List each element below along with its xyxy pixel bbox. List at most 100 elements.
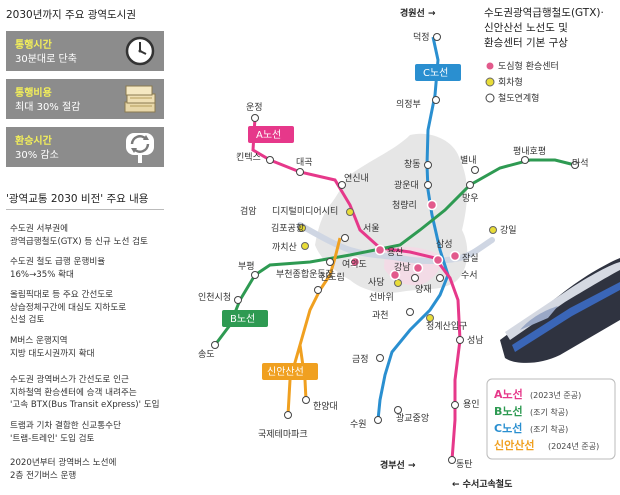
svg-text:철도연계형: 철도연계형	[498, 92, 539, 104]
station-label: 김포공항	[271, 222, 304, 234]
station-label: 양재	[415, 284, 432, 295]
station-label: 부평	[238, 261, 255, 272]
svg-text:(2024년 준공): (2024년 준공)	[548, 441, 599, 451]
station-label: 신도림	[320, 271, 345, 283]
money-stack-icon	[124, 85, 156, 113]
svg-text:(조기 착공): (조기 착공)	[530, 408, 568, 417]
station-label: 과천	[372, 310, 389, 321]
station-label: 덕정	[413, 32, 430, 43]
station-label: 창동	[404, 159, 421, 170]
arrow-gyeongbu: 경부선 →	[380, 459, 416, 471]
svg-text:도심형 환승센터: 도심형 환승센터	[498, 60, 559, 72]
station-label: 강일	[500, 225, 517, 236]
svg-text:B노선: B노선	[230, 313, 255, 325]
station-label: 송도	[198, 349, 215, 360]
panel-title: 2030년까지 주요 광역도시권	[6, 9, 136, 21]
svg-text:C노선: C노선	[423, 67, 448, 79]
station-label: 의정부	[396, 99, 421, 110]
station-label: 서울	[363, 223, 380, 234]
station-label: 대곡	[296, 157, 313, 168]
station-label: 까치산	[272, 241, 297, 253]
vision-item: 수도권 철도 급행 운행비율 16%→35% 확대	[10, 257, 106, 280]
svg-text:(2023년 준공): (2023년 준공)	[530, 390, 581, 400]
station-label: 금정	[352, 354, 369, 365]
vision-item: 수도권 광역버스가 간선도로 인근 지하철역 환승센터에 승객 내려주는 '고속…	[10, 375, 160, 410]
line-legend: A노선 (2023년 준공) B노선 (조기 착공) C노선 (조기 착공) 신…	[486, 378, 616, 460]
svg-text:C노선: C노선	[494, 421, 522, 435]
svg-text:회차형: 회차형	[498, 76, 523, 88]
map-title-line: 수도권광역급행철도(GTX)·	[484, 7, 604, 19]
station-label: 검암	[240, 205, 257, 217]
station-label: 망우	[462, 193, 479, 204]
station-label: 마석	[572, 158, 589, 169]
station-label: 잠실	[462, 253, 479, 264]
station-label: 강남	[394, 262, 411, 273]
svg-text:B노선: B노선	[494, 404, 523, 418]
map-title-line: 신안산선 노선도 및	[484, 22, 568, 34]
station-markers-turnaround	[298, 208, 497, 322]
transfer-cycle-icon	[126, 133, 154, 163]
benefit-title: 환승시간	[15, 136, 52, 147]
map-title-line: 환승센터 기본 구상	[484, 37, 568, 49]
vision-item: 2020년부터 광역버스 노선에 2층 전기버스 운행	[10, 458, 117, 481]
benefit-sub: 최대 30% 절감	[15, 102, 81, 113]
station-label: 수원	[350, 419, 367, 430]
svg-text:A노선: A노선	[494, 387, 523, 401]
vision-item: M버스 운행지역 지방 대도시권까지 확대	[10, 336, 95, 359]
station-label: 별내	[460, 155, 477, 166]
benefit-sub: 30분대로 단축	[15, 54, 77, 65]
station-label: 사당	[368, 277, 385, 288]
badge-line-b: B노선	[222, 310, 268, 327]
badge-line-a: A노선	[248, 126, 294, 143]
benefit-title: 통행시간	[15, 40, 52, 51]
line-c-path	[376, 36, 450, 421]
station-label: 부천종합운동장	[276, 269, 334, 280]
station-label: 디지털미디어시티	[272, 205, 338, 217]
train-illustration	[500, 258, 620, 363]
vision-item: 트램과 기차 결합한 신교통수단 '트램-트레인' 도입 검토	[10, 421, 121, 444]
vision-item: 수도권 서부권에 광역급행철도(GTX) 등 신규 노선 검토	[10, 224, 148, 247]
station-label: 청량리	[392, 199, 417, 211]
station-label: 킨텍스	[236, 152, 261, 163]
station-label: 연신내	[344, 173, 369, 184]
svg-text:(조기 착공): (조기 착공)	[530, 425, 568, 434]
station-label: 청계산입구	[426, 320, 467, 332]
station-label: 평내호평	[513, 146, 546, 157]
station-label: 한양대	[313, 401, 338, 412]
station-label: 광교중앙	[396, 412, 429, 424]
benefit-sub: 30% 감소	[15, 150, 59, 161]
vision-title: '광역교통 2030 비전' 주요 내용	[6, 193, 149, 205]
han-river	[297, 222, 495, 264]
vision-item: 올림픽대로 등 주요 간선도로 상습정체구간에 대심도 지하도로 신설 검토	[10, 290, 127, 325]
station-label: 운정	[246, 102, 263, 113]
station-label: 용산	[387, 247, 404, 258]
line-b-path	[213, 158, 576, 346]
station-label: 광운대	[394, 179, 419, 191]
station-markers-rail	[211, 33, 579, 464]
route-map: 덕정 의정부 창동 광운대 청량리 망우 별내 평내호평 마석 운정 킨텍스 대…	[198, 7, 620, 490]
station-label: 성남	[467, 335, 484, 346]
station-markers-hub	[349, 199, 461, 281]
badge-line-sinansan: 신안산선	[262, 363, 318, 380]
arrow-suseo: ← 수서고속철도	[452, 478, 513, 490]
station-label: 동탄	[456, 459, 473, 470]
svg-text:A노선: A노선	[256, 129, 281, 141]
station-label: 선바위	[369, 292, 394, 303]
station-label: 삼성	[436, 239, 453, 250]
benefit-travel-time: 통행시간 30분대로 단축	[6, 31, 164, 71]
badge-line-c: C노선	[415, 64, 461, 81]
clock-icon	[125, 36, 155, 66]
station-label: 여의도	[342, 258, 367, 270]
benefit-title: 통행비용	[15, 88, 52, 99]
station-label: 수서	[461, 270, 478, 281]
benefit-transfer-time: 환승시간 30% 감소	[6, 127, 164, 167]
line-a-path	[251, 117, 462, 461]
station-label: 국제테마파크	[258, 429, 308, 440]
svg-text:신안산선: 신안산선	[494, 438, 534, 452]
station-type-legend: 도심형 환승센터 회차형 철도연계형	[485, 60, 559, 104]
station-label: 인천시청	[198, 292, 231, 303]
arrow-gyeongwon: 경원선 →	[400, 7, 436, 19]
svg-text:신안산선: 신안산선	[267, 366, 304, 378]
